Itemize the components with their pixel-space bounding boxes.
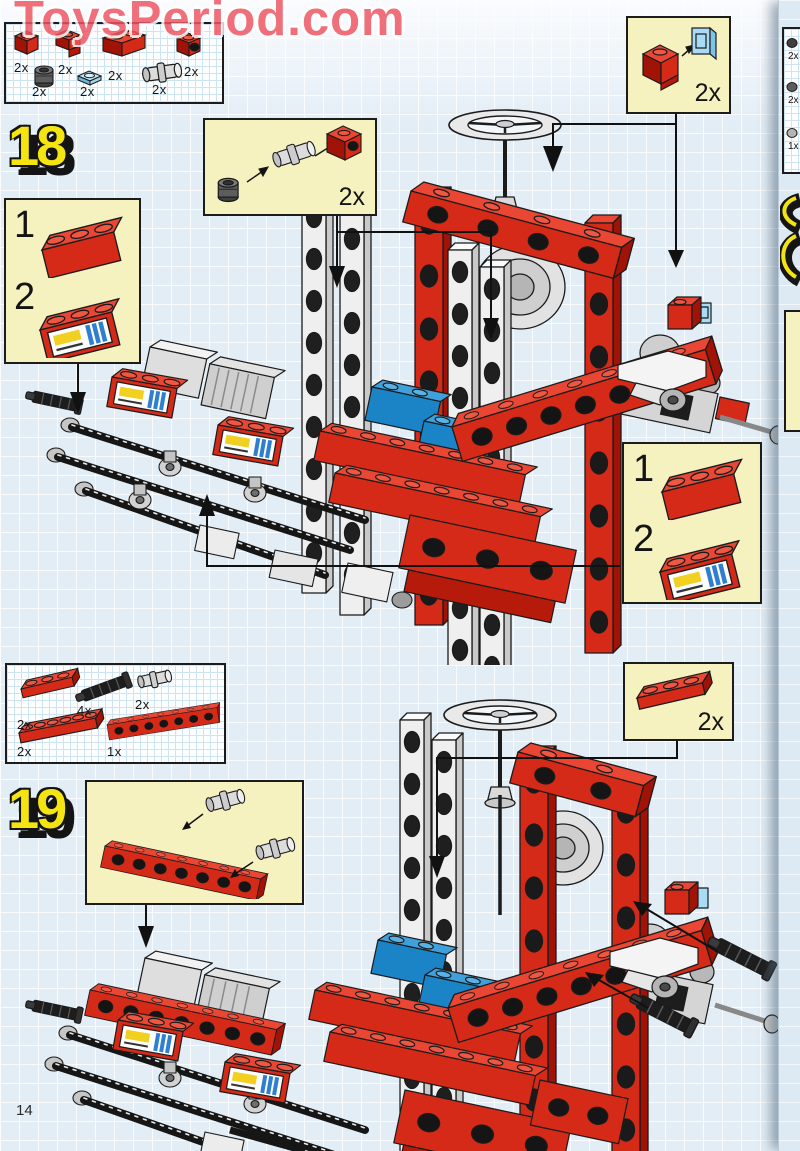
axle-holder-bricks — [199, 1131, 245, 1151]
mudguard — [617, 350, 707, 412]
bushing-icon — [34, 65, 54, 88]
qty-label: 2x — [184, 64, 199, 79]
qty-label: 2x — [32, 84, 47, 99]
bushing-icon — [217, 177, 239, 203]
partial-part-icon — [786, 38, 798, 48]
step19-parts-box: 2x 4x 2x 2x 1x — [5, 663, 226, 764]
red-brick-1x2-icon — [101, 29, 147, 57]
step18-light-callout: 2x — [626, 16, 731, 114]
step19-beam-callout — [85, 780, 304, 905]
step19-plate-callout: 2x — [623, 662, 734, 741]
partial-part-icon — [786, 82, 798, 92]
next-page-edge: 2x 2x 1x — [778, 0, 800, 1151]
next-page-callout-box — [784, 310, 800, 432]
red-brick-1x3-sticker-icon — [656, 539, 751, 600]
axle-assembly-icon — [217, 125, 363, 203]
gray-peg-icon — [205, 788, 246, 812]
red-technic-brick-1x1-icon — [175, 32, 202, 57]
step18-parts-box: 2x 2x 2x 2x 2x 2x 2x — [4, 22, 224, 104]
qty-label: 2x — [788, 95, 799, 106]
trans-blue-plate-icon — [76, 70, 103, 86]
red-brick-1x3-icon — [38, 216, 132, 278]
page-number: 14 — [16, 1102, 33, 1119]
step18-bricks-callout-left: 1 2 — [4, 198, 141, 364]
qty-label: 2x — [58, 62, 73, 77]
step19-number: 19 — [8, 777, 67, 840]
qty-label: 2x — [17, 717, 32, 732]
red-technic-brick-icon — [325, 125, 363, 161]
qty-label: 2x — [80, 84, 95, 99]
qty-label: 1x — [107, 744, 122, 759]
light-brick — [664, 881, 709, 915]
qty-label: 2x — [697, 708, 724, 736]
qty-label: 2x — [17, 744, 32, 759]
qty-label: 2x — [152, 82, 167, 97]
step18-assembly-illustration — [23, 108, 787, 665]
step19-parts-icons — [17, 667, 220, 744]
gray-peg-icon — [255, 836, 296, 860]
engine-blocks — [141, 339, 286, 420]
red-bracket-icon — [54, 29, 82, 58]
light-brick-assembly-icon — [641, 26, 717, 91]
front-chassis-block — [393, 1089, 572, 1151]
item-label: 2 — [14, 276, 36, 318]
red-brick-1x3-icon — [658, 458, 752, 520]
qty-label: 2x — [135, 697, 150, 712]
red-light-brick-icon — [641, 44, 680, 91]
red-brick-1x1-icon — [13, 30, 40, 55]
item-label: 1 — [633, 448, 655, 490]
red-plate-1x3-icon — [18, 667, 82, 699]
step18-axle-callout: 2x — [203, 118, 377, 216]
gray-peg-icon — [142, 60, 182, 84]
partial-part-icon — [786, 128, 798, 138]
item-label: 2 — [633, 518, 655, 560]
partial-step-number — [780, 193, 800, 287]
qty-label: 2x — [694, 79, 721, 107]
watermark: ToysPeriod.com — [14, 0, 406, 46]
light-brick — [667, 296, 712, 330]
beam-assembly-icon — [100, 788, 296, 899]
red-technic-beam-1x8-icon — [106, 702, 220, 741]
red-brick-1x3-sticker-icon — [36, 297, 131, 358]
gray-peg-icon — [137, 669, 173, 689]
step18-number: 18 — [8, 114, 67, 177]
next-page-parts-box: 2x 2x 1x — [782, 27, 800, 174]
qty-label: 2x — [338, 183, 365, 211]
qty-label: 2x — [788, 51, 799, 62]
qty-label: 2x — [14, 60, 29, 75]
black-pin-icon — [72, 670, 134, 707]
qty-label: 4x — [77, 703, 92, 718]
qty-label: 1x — [788, 141, 799, 152]
qty-label: 2x — [108, 68, 123, 83]
step18-bricks-callout-right: 1 2 — [622, 442, 762, 604]
trans-blue-cover-icon — [691, 26, 717, 61]
item-label: 1 — [14, 204, 36, 246]
gray-peg-icon — [272, 140, 316, 168]
top-red-bar — [402, 181, 635, 279]
red-plate-1x6-icon — [17, 707, 105, 744]
